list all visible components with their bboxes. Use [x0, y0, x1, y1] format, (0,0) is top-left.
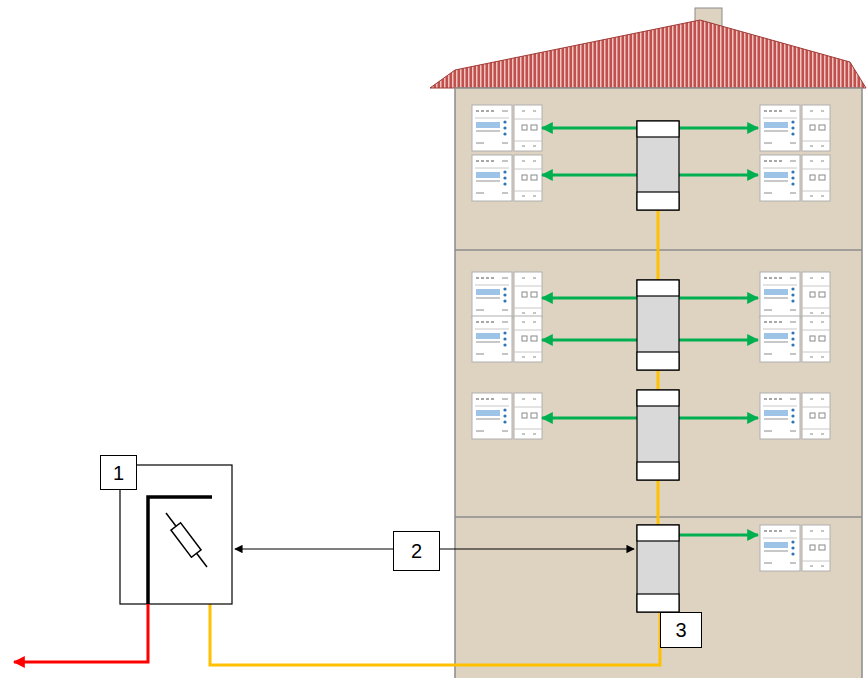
- callout-box: 2: [393, 531, 440, 571]
- leader-arrow: [235, 548, 393, 549]
- electricity-meter: [760, 105, 830, 151]
- callout-box: 3: [660, 612, 702, 648]
- callout-number: 3: [675, 620, 686, 640]
- electricity-meter: [760, 525, 830, 571]
- riser-boxes: [637, 121, 679, 612]
- electricity-meter: [472, 316, 542, 362]
- supply-cable: [14, 604, 148, 662]
- electricity-meter: [472, 272, 542, 318]
- distribution-box: [637, 525, 679, 612]
- electricity-meter: [760, 393, 830, 439]
- electricity-meter: [760, 272, 830, 318]
- callout-number: 2: [411, 541, 422, 561]
- electricity-meter: [472, 105, 542, 151]
- electricity-meter: [472, 393, 542, 439]
- busbar: [148, 497, 212, 604]
- electricity-meter: [472, 155, 542, 201]
- meters: [472, 105, 830, 571]
- leader-arrow: [440, 548, 634, 549]
- building-wall: [455, 88, 862, 678]
- distribution-box: [637, 390, 679, 480]
- callout-box: 1: [100, 455, 137, 490]
- electricity-meter: [760, 316, 830, 362]
- distribution-box: [637, 121, 679, 210]
- electricity-meter: [760, 155, 830, 201]
- distribution-box: [637, 280, 679, 370]
- riser-cable: [205, 210, 660, 665]
- roof: [430, 20, 866, 88]
- fuse-symbol: [166, 513, 207, 567]
- callout-number: 1: [113, 463, 124, 483]
